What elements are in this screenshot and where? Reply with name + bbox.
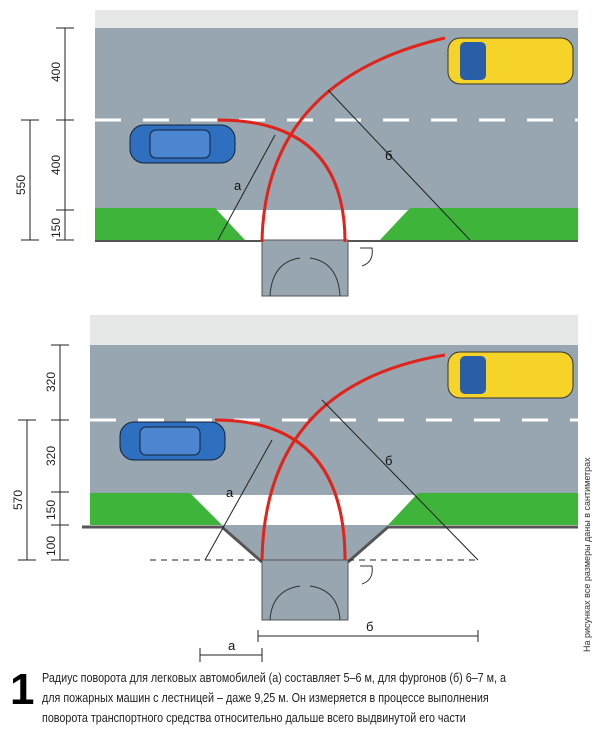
label-b: б (385, 148, 392, 163)
grass-right (388, 493, 578, 525)
van-turn-curve (260, 353, 446, 561)
dim-400-bottom: 400 (49, 155, 63, 175)
bottom-panel: a б 320 320 150 100 570 a б (11, 315, 578, 662)
dim-150: 150 (49, 218, 63, 238)
dim-320-bottom: 320 (44, 446, 58, 466)
label-a: a (234, 178, 242, 193)
driveway (261, 559, 349, 621)
label-b-bottom: б (366, 619, 373, 634)
caption: 1 Радиус поворота для легковых автомобил… (10, 668, 595, 728)
car-icon (129, 124, 236, 164)
gate (269, 257, 341, 297)
grass-left (90, 493, 222, 525)
radius-b-line (321, 399, 479, 561)
car-turn-curve (217, 118, 347, 243)
top-dimension-lines (21, 27, 74, 241)
dim-570: 570 (11, 490, 25, 510)
sidewalk-strip (90, 315, 578, 345)
caption-text: Радиус поворота для легковых автомобилей… (42, 671, 507, 725)
wicket (360, 565, 373, 585)
grass-right (380, 208, 578, 240)
car-icon (119, 421, 226, 461)
dim-320-top: 320 (44, 372, 58, 392)
gate (269, 585, 341, 621)
dim-550: 550 (14, 175, 28, 195)
side-note: На рисунках все размеры даны в сантиметр… (582, 457, 592, 652)
radius-b-line (327, 89, 471, 241)
radius-a-line (217, 134, 276, 241)
label-b: б (385, 453, 392, 468)
figure-number: 1 (10, 665, 35, 714)
top-panel: a б 400 400 150 550 (14, 10, 578, 297)
van-turn-curve (260, 36, 446, 243)
label-a-bottom: a (228, 638, 236, 653)
dim-150: 150 (44, 500, 58, 520)
van-icon (447, 37, 574, 85)
dim-400-top: 400 (49, 62, 63, 82)
label-a: a (226, 485, 234, 500)
radius-a-line (204, 439, 273, 561)
wicket (360, 247, 373, 267)
driveway (261, 239, 349, 297)
grass-left (95, 208, 245, 240)
car-turn-curve (214, 418, 347, 561)
dim-100: 100 (44, 536, 58, 556)
van-icon (447, 351, 574, 399)
sidewalk-strip (95, 10, 578, 28)
bottom-dimension-lines (18, 344, 479, 662)
